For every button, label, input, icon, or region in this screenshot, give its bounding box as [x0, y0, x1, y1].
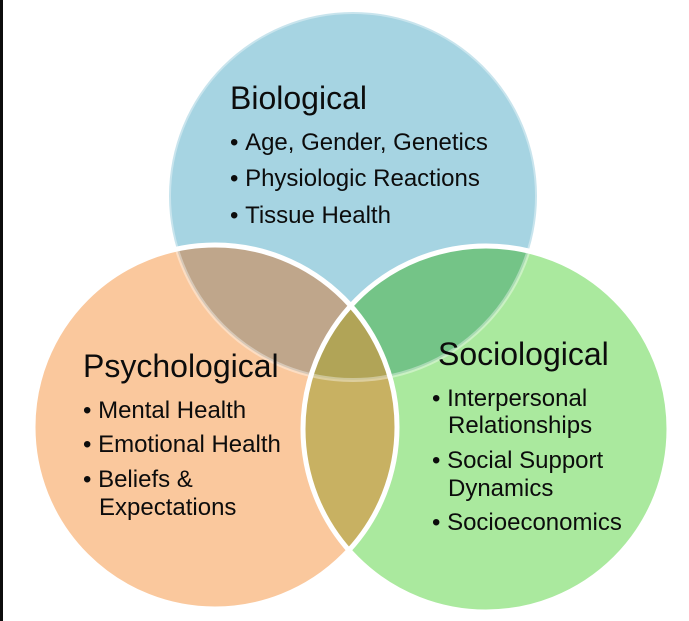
sociological-circle-outline [300, 243, 672, 615]
psychological-title: Psychological [83, 348, 279, 384]
sociological-label-group: Sociological Interpersonal Relationships… [432, 336, 634, 544]
bullet-item: Mental Health [83, 397, 290, 425]
bullet-item: Social Support Dynamics [432, 447, 634, 502]
bullet-item: Interpersonal Relationships [432, 385, 634, 440]
bullet-item: Emotional Health [83, 431, 290, 459]
bullet-item: Age, Gender, Genetics [230, 129, 520, 157]
sociological-title: Sociological [438, 336, 609, 372]
overlap-biological-sociological [303, 246, 537, 380]
bullet-item: Physiologic Reactions [230, 165, 520, 193]
image-left-border [0, 0, 3, 621]
overlap-biological-psychological [169, 245, 397, 380]
bullet-item: Beliefs & Expectations [83, 466, 290, 521]
biological-bullet-list: Age, Gender, Genetics Physiologic Reacti… [230, 129, 520, 230]
bullet-item: Tissue Health [230, 202, 520, 230]
biological-title: Biological [230, 80, 367, 116]
psychological-label-group: Psychological Mental Health Emotional He… [83, 348, 290, 528]
biological-circle-faint-outline [167, 10, 539, 382]
biological-label-group: Biological Age, Gender, Genetics Physiol… [230, 80, 520, 239]
bullet-item: Socioeconomics [432, 509, 634, 537]
sociological-bullet-list: Interpersonal Relationships Social Suppo… [432, 385, 634, 537]
psychological-bullet-list: Mental Health Emotional Health Beliefs &… [83, 397, 290, 521]
psychological-circle-outline [30, 242, 400, 612]
